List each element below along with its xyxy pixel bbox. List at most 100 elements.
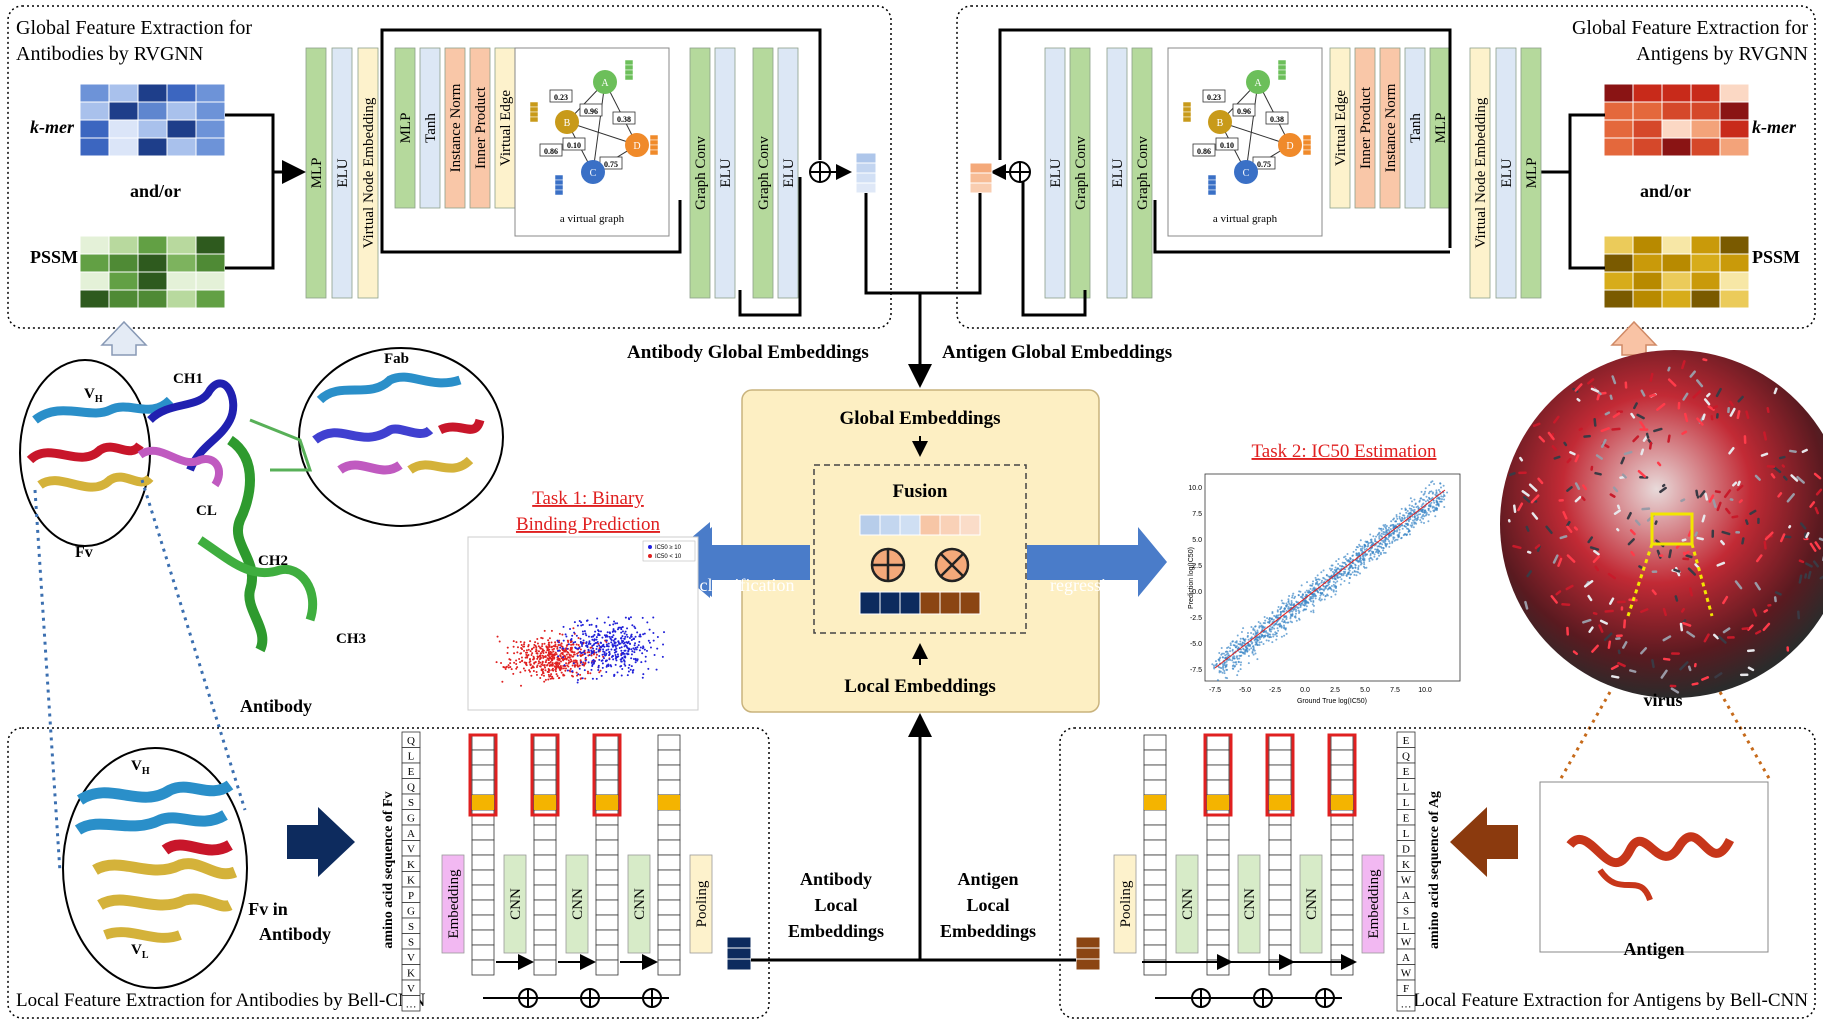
layer-label: Graph Conv [1135, 136, 1151, 210]
vh-label: VH [131, 758, 150, 777]
virus-spike [1565, 584, 1574, 591]
scatter-point [1301, 593, 1304, 596]
scatter-point [1324, 595, 1327, 598]
scatter-point [1224, 666, 1227, 669]
scatter-point [548, 653, 551, 656]
sequence-residue: K [407, 859, 415, 871]
scatter-point [623, 637, 626, 640]
scatter-point [1318, 582, 1321, 585]
matrix-cell [1603, 101, 1634, 121]
virus-spike [1623, 619, 1627, 629]
virus-spike [1587, 594, 1593, 602]
scatter-point [1380, 546, 1383, 549]
scatter-point [1277, 606, 1280, 609]
scatter-point [1337, 563, 1340, 566]
scatter-point [1419, 519, 1422, 522]
node-feature [554, 179, 564, 186]
virus-spike [1809, 542, 1817, 552]
virus-spike [1749, 509, 1757, 516]
scatter-point [569, 670, 572, 673]
y-tick-label: -5.0 [1190, 641, 1202, 648]
scatter-point [554, 651, 557, 654]
scatter-point [1224, 654, 1227, 657]
scatter-point [612, 644, 615, 647]
scatter-point [1356, 554, 1359, 557]
scatter-point [598, 671, 601, 674]
scatter-point [1442, 495, 1445, 498]
scatter-point [541, 650, 544, 653]
scatter-point [1294, 615, 1297, 618]
scatter-point [1319, 594, 1322, 597]
node-feature [1207, 179, 1217, 186]
scatter-point [1305, 589, 1308, 592]
sequence-residue: A [1402, 890, 1410, 902]
scatter-point [622, 659, 625, 662]
scatter-point [1417, 516, 1420, 519]
scatter-point [530, 654, 533, 657]
regression-arrow: regression [1027, 527, 1167, 597]
receptive-field-box [468, 733, 498, 817]
node-feature [624, 64, 634, 71]
layer-label: Graph Conv [756, 136, 772, 210]
virus-spike [1679, 622, 1684, 632]
seq-label: amino acid sequence of Fv [381, 791, 396, 948]
virus-spike [1531, 512, 1539, 520]
scatter-point [565, 635, 568, 638]
feature-cell [471, 809, 495, 826]
virus-spike [1656, 461, 1662, 467]
layer-box [565, 854, 589, 954]
scatter-point [1432, 499, 1435, 502]
scatter-point [1342, 570, 1345, 573]
scatter-point [1428, 498, 1431, 501]
scatter-point [1234, 661, 1237, 664]
feature-cell [1143, 884, 1167, 901]
scatter-point [612, 623, 615, 626]
node-feature [1207, 184, 1217, 191]
virus-spike [1752, 608, 1758, 617]
scatter-point [1429, 504, 1432, 507]
scatter-point [570, 638, 573, 641]
scatter-point [1225, 668, 1228, 671]
scatter-point [1343, 579, 1346, 582]
virus-spike [1534, 544, 1541, 550]
virus-spike [1607, 572, 1616, 580]
feature-cell [1330, 869, 1354, 886]
scatter-point [1366, 553, 1369, 556]
scatter-point [613, 674, 616, 677]
virus-spike [1528, 483, 1538, 492]
virus-spike [1630, 550, 1636, 557]
scatter-point [1219, 666, 1222, 669]
scatter-point [550, 629, 553, 632]
virus-spike [1683, 412, 1689, 423]
layer-block: ELU [1106, 47, 1128, 299]
scatter-point [1320, 581, 1323, 584]
scatter-point [1367, 544, 1370, 547]
scatter-point [1437, 503, 1440, 506]
layer-label: Pooling [1118, 880, 1134, 927]
scatter-point [1407, 512, 1410, 515]
scatter-point [537, 650, 540, 653]
virus-spike [1699, 490, 1706, 498]
scatter-point [532, 646, 535, 649]
scatter-point [1355, 574, 1358, 577]
layer-label: ELU [718, 158, 734, 187]
scatter-point [1271, 626, 1274, 629]
feature-cell [471, 914, 495, 931]
scatter-point [1397, 533, 1400, 536]
scatter-point [1221, 671, 1224, 674]
virus-spike [1796, 475, 1805, 484]
scatter-point [1336, 576, 1339, 579]
scatter-point [613, 638, 616, 641]
sequence-residue: L [1403, 828, 1410, 840]
virus-spike [1640, 389, 1646, 397]
virus-spike [1654, 520, 1658, 525]
scatter-point [1266, 632, 1269, 635]
node-feature [649, 149, 659, 156]
scatter-point [581, 677, 584, 680]
layer-block: Instance Norm [444, 47, 466, 209]
scatter-point [620, 626, 623, 629]
virus-spike [1685, 554, 1693, 559]
scatter-point [644, 655, 647, 658]
feature-cell [657, 734, 681, 751]
matrix-cell [1661, 119, 1692, 139]
